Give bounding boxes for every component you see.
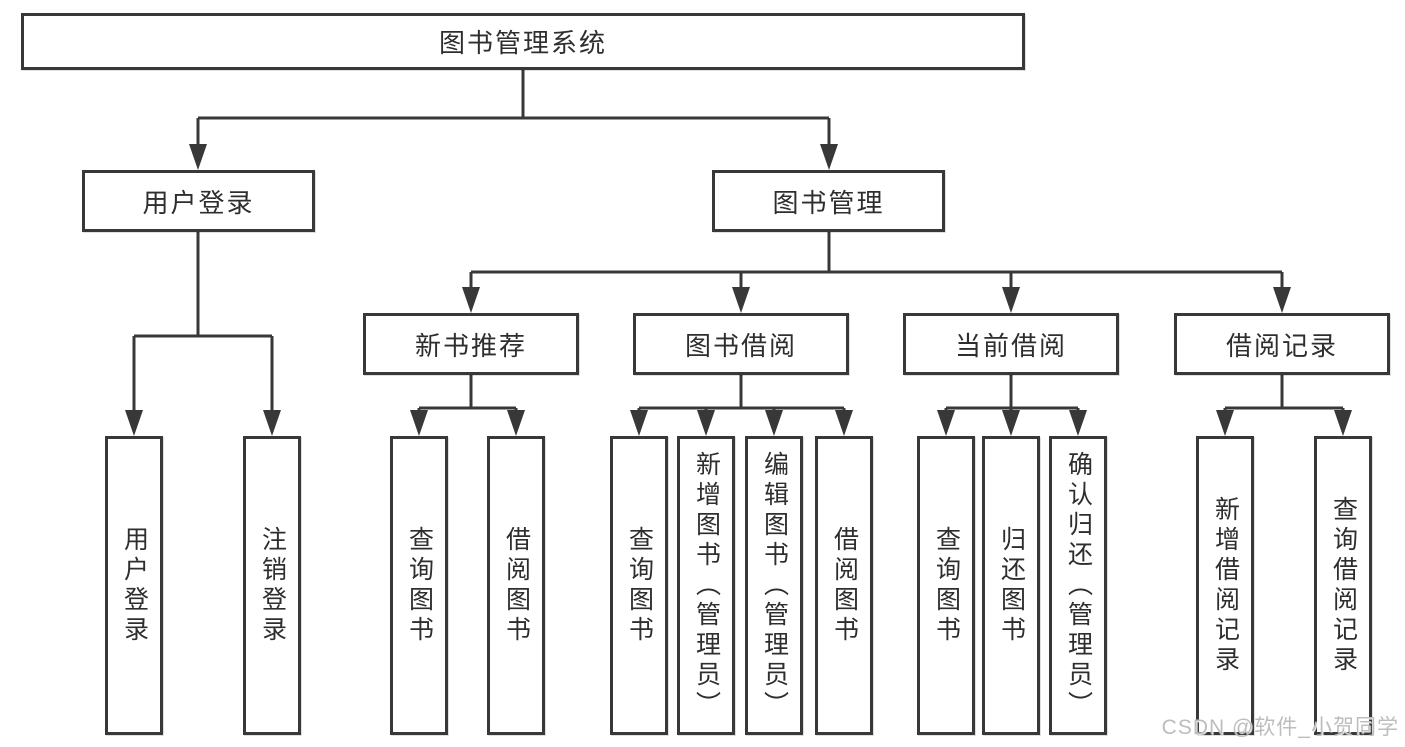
node-label: 编辑图书（管理员） xyxy=(760,450,789,721)
node-current-borrowing: 当前借阅 xyxy=(903,313,1119,375)
node-label: 查询借阅记录 xyxy=(1329,495,1358,676)
node-label: 借阅图书 xyxy=(502,525,531,646)
leaf-borrow-books: 借阅图书 xyxy=(815,436,873,735)
node-label: 注销登录 xyxy=(258,525,287,646)
leaf-search-books-current: 查询图书 xyxy=(917,436,975,735)
node-library-management-system: 图书管理系统 xyxy=(21,13,1025,70)
node-borrow-records: 借阅记录 xyxy=(1174,313,1390,375)
node-label: 查询图书 xyxy=(932,525,961,646)
watermark: CSDN @软件_小贺同学 xyxy=(1161,716,1399,739)
node-new-book-recommendation: 新书推荐 xyxy=(363,313,579,375)
node-book-management: 图书管理 xyxy=(712,170,945,232)
leaf-add-book-admin: 新增图书（管理员） xyxy=(677,436,735,735)
node-label: 新增借阅记录 xyxy=(1211,495,1240,676)
node-label: 用户登录 xyxy=(142,187,255,218)
leaf-search-books-borrowing: 查询图书 xyxy=(610,436,668,735)
node-label: 借阅记录 xyxy=(1225,330,1338,361)
leaf-add-borrow-record: 新增借阅记录 xyxy=(1196,436,1254,735)
node-label: 图书借阅 xyxy=(684,330,797,361)
leaf-confirm-return-admin: 确认归还（管理员） xyxy=(1049,436,1107,735)
node-label: 查询图书 xyxy=(405,525,434,646)
node-label: 图书管理系统 xyxy=(438,28,607,58)
node-label: 图书管理 xyxy=(772,187,885,218)
node-book-borrowing: 图书借阅 xyxy=(633,313,849,375)
node-label: 查询图书 xyxy=(625,525,654,646)
node-label: 新增图书（管理员） xyxy=(692,450,721,721)
node-label: 借阅图书 xyxy=(830,525,859,646)
leaf-search-borrow-record: 查询借阅记录 xyxy=(1314,436,1372,735)
leaf-user-login: 用户登录 xyxy=(105,436,163,735)
leaf-search-books-recommend: 查询图书 xyxy=(390,436,448,735)
node-label: 确认归还（管理员） xyxy=(1064,450,1093,721)
leaf-edit-book-admin: 编辑图书（管理员） xyxy=(745,436,803,735)
node-label: 新书推荐 xyxy=(414,330,527,361)
leaf-logout: 注销登录 xyxy=(243,436,301,735)
leaf-borrow-books-recommend: 借阅图书 xyxy=(487,436,545,735)
node-user-login: 用户登录 xyxy=(82,170,315,232)
node-label: 归还图书 xyxy=(997,525,1026,646)
node-label: 当前借阅 xyxy=(954,330,1067,361)
node-label: 用户登录 xyxy=(120,525,149,646)
leaf-return-books: 归还图书 xyxy=(982,436,1040,735)
